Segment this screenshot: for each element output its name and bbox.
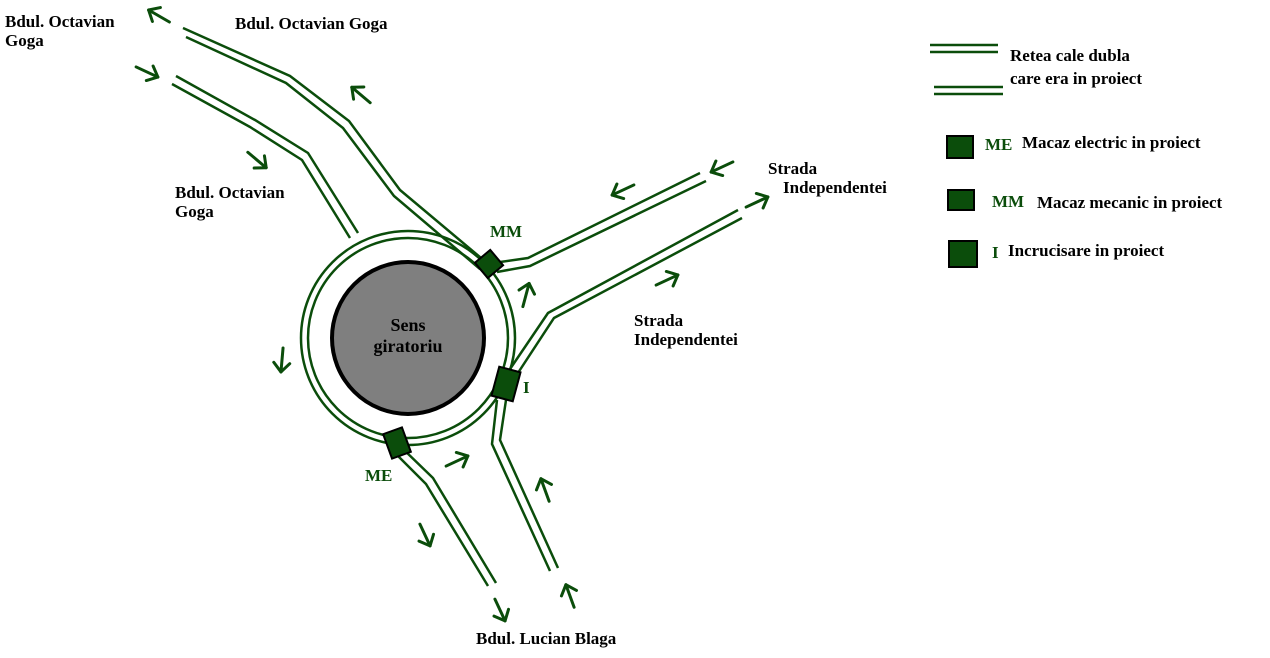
direction-arrow-icon: [411, 519, 439, 551]
roundabout-label-line: giratoriu: [373, 336, 443, 356]
direction-arrow-icon: [345, 79, 377, 111]
marker-label-me: ME: [365, 466, 393, 485]
direction-arrow-icon: [741, 188, 773, 216]
legend-mm-text: Macaz mecanic in proiect: [1037, 193, 1223, 212]
legend-me-text: Macaz electric in proiect: [1022, 133, 1201, 152]
legend-i-text: Incrucisare in proiect: [1008, 241, 1165, 260]
street-label-line: Bdul. Octavian: [5, 12, 115, 31]
legend-crossing-icon: [948, 240, 978, 268]
legend-mm-code: MM: [992, 192, 1025, 211]
direction-arrow-icon: [486, 594, 514, 626]
street-label-line: Goga: [5, 31, 44, 50]
blaga-track-right: [490, 399, 560, 572]
direction-arrow-icon: [556, 580, 584, 612]
switch-icon: [473, 248, 505, 280]
marker-label-mm: MM: [490, 222, 523, 241]
direction-arrow-icon: [441, 447, 473, 475]
roundabout-label-line: Sens: [390, 315, 426, 335]
street-label-independentei-lower: Strada Independentei: [634, 311, 738, 349]
legend-text-line: care era in proiect: [1010, 69, 1143, 88]
blaga-track-left: [393, 447, 498, 587]
roundabout-icon: [330, 260, 486, 416]
goga-track-upper: [182, 26, 488, 270]
legend-track-icon: [930, 43, 1003, 96]
independentei-track-upper: [492, 171, 707, 274]
crossing-icon: [490, 365, 522, 403]
legend-mechanical-switch-icon: [947, 189, 975, 211]
roundabout-label: Sens giratoriu: [338, 315, 478, 357]
legend-electric-switch-icon: [946, 135, 974, 159]
street-label-line: Goga: [175, 202, 214, 221]
switch-icon: [381, 426, 413, 460]
independentei-track-lower: [506, 208, 743, 380]
legend-me-code: ME: [985, 135, 1013, 154]
street-label-independentei-upper: Strada Independentei: [768, 159, 887, 197]
direction-arrow-icon: [271, 345, 293, 375]
street-label-line: Strada: [768, 159, 818, 178]
direction-arrow-icon: [241, 144, 273, 176]
street-label-goga-mid: Bdul. Octavian Goga: [175, 183, 285, 221]
street-label-line: Strada: [634, 311, 684, 330]
street-label-line: Independentei: [634, 330, 738, 349]
direction-arrow-icon: [607, 176, 639, 204]
street-label-blaga: Bdul. Lucian Blaga: [476, 629, 617, 648]
direction-arrow-icon: [131, 58, 163, 86]
street-label-goga-top-left: Bdul. Octavian Goga: [5, 12, 115, 50]
legend-track-label: Retea cale dubla care era in proiect: [1010, 46, 1142, 88]
direction-arrow-icon: [531, 474, 559, 506]
direction-arrow-icon: [706, 153, 738, 181]
direction-arrow-icon: [651, 266, 683, 294]
street-label-goga-top: Bdul. Octavian Goga: [235, 14, 388, 33]
goga-track-lower: [171, 74, 360, 239]
legend-text-line: Retea cale dubla: [1010, 46, 1130, 65]
street-label-line: Independentei: [783, 178, 887, 197]
street-label-line: Bdul. Octavian: [175, 183, 285, 202]
legend-i-code: I: [992, 243, 999, 262]
direction-arrow-icon: [143, 1, 175, 31]
marker-label-i: I: [523, 378, 530, 397]
direction-arrow-icon: [513, 279, 539, 311]
